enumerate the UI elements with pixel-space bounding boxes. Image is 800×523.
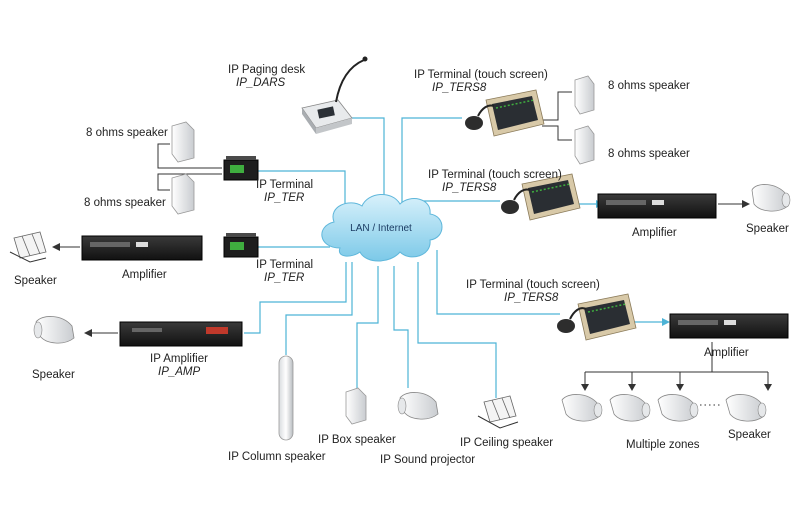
ip-terminal-1: [223, 156, 259, 181]
arrow-amp-right-speaker: [742, 200, 750, 208]
zone-speaker-3: [657, 394, 699, 422]
arrow-amp-left-speaker: [52, 243, 60, 251]
ip-amplifier-unit: [119, 321, 243, 347]
ohms-speaker-tl-bottom-label: 8 ohms speaker: [84, 197, 166, 209]
link-terminal-1: [258, 170, 346, 215]
terminal-2-name: IP Terminal: [256, 259, 313, 271]
link-column-speaker: [285, 262, 353, 355]
speaker-right-1-label: Speaker: [746, 223, 789, 235]
sound-projector-label: IP Sound projector: [380, 454, 475, 466]
terminal-touch-3-name: IP Terminal (touch screen): [466, 279, 600, 291]
network-lines: [244, 117, 670, 398]
link-ceiling-speaker: [417, 262, 497, 398]
ip-terminal-touch-3: [557, 293, 637, 341]
multiple-zones-label: Multiple zones: [626, 439, 700, 451]
link-ip-amplifier: [244, 262, 347, 334]
wire-tr-speakers-b: [542, 125, 572, 141]
wire-tl-speakers-b: [157, 173, 222, 191]
ohms-speaker-tr-top: [574, 75, 595, 115]
paging-desk-model: IP_DARS: [236, 77, 286, 89]
column-speaker-label: IP Column speaker: [228, 451, 326, 463]
ip-sound-projector: [397, 392, 439, 420]
link-terminal-touch-1: [401, 117, 462, 208]
arrow-zone-4: [764, 384, 772, 391]
zone-speaker-label: Speaker: [728, 429, 771, 441]
zone-speaker-1: [561, 394, 603, 422]
ip-column-speaker: [278, 355, 294, 441]
ip-amplifier-model: IP_AMP: [158, 366, 201, 378]
terminal-1-name: IP Terminal: [256, 179, 313, 191]
ohms-speaker-tl-top: [171, 121, 195, 163]
ip-terminal-touch-2: [501, 173, 581, 221]
paging-desk-name: IP Paging desk: [228, 64, 305, 76]
ip-amplifier-name: IP Amplifier: [150, 353, 208, 365]
box-speaker-label: IP Box speaker: [318, 434, 396, 446]
ip-terminal-2: [223, 233, 259, 258]
speaker-wires: [52, 91, 772, 406]
terminal-2-model: IP_TER: [264, 272, 304, 284]
arrow-ipamp-speaker: [84, 329, 92, 337]
speaker-left-2: [33, 316, 75, 344]
terminal-1-model: IP_TER: [264, 192, 304, 204]
link-box-speaker: [356, 266, 379, 388]
lan-internet-cloud: LAN / Internet: [321, 194, 443, 262]
ohms-speaker-tr-top-label: 8 ohms speaker: [608, 80, 690, 92]
speaker-left-2-label: Speaker: [32, 369, 75, 381]
terminal-touch-1-model: IP_TERS8: [432, 82, 487, 94]
terminal-touch-2-model: IP_TERS8: [442, 182, 497, 194]
cloud-label: LAN / Internet: [350, 223, 412, 234]
terminal-touch-2-name: IP Terminal (touch screen): [428, 169, 562, 181]
arrow-zone-3: [676, 384, 684, 391]
wire-tr-speakers-a: [542, 91, 572, 121]
arrow-tt3-amp: [662, 318, 670, 326]
ip-terminal-touch-1: [465, 89, 545, 137]
amplifier-right-2-label: Amplifier: [704, 347, 749, 359]
ip-ceiling-speaker: [477, 395, 519, 429]
amplifier-left: [81, 235, 203, 261]
amplifier-right-1: [597, 193, 717, 219]
link-paging-desk: [345, 117, 385, 208]
zone-speaker-4: [725, 394, 767, 422]
speaker-left-1-label: Speaker: [14, 275, 57, 287]
ohms-speaker-tr-bottom-label: 8 ohms speaker: [608, 148, 690, 160]
ip-paging-desk: [301, 56, 368, 134]
ohms-speaker-tr-bottom: [574, 125, 595, 165]
ceiling-speaker-label: IP Ceiling speaker: [460, 437, 553, 449]
ohms-speaker-tl-top-label: 8 ohms speaker: [86, 127, 168, 139]
terminal-touch-1-name: IP Terminal (touch screen): [414, 69, 548, 81]
amplifier-left-label: Amplifier: [122, 269, 167, 281]
amplifier-right-2: [669, 313, 789, 339]
wire-tl-speakers: [157, 143, 222, 169]
link-sound-projector: [393, 266, 409, 388]
terminal-touch-3-model: IP_TERS8: [504, 292, 559, 304]
zone-speaker-2: [609, 394, 651, 422]
arrow-zone-1: [581, 384, 589, 391]
speaker-right-1: [751, 184, 791, 212]
arrow-zone-2: [628, 384, 636, 391]
speaker-left-1: [9, 231, 47, 263]
amplifier-right-1-label: Amplifier: [632, 227, 677, 239]
link-terminal-touch-3: [436, 250, 560, 315]
ohms-speaker-tl-bottom: [171, 173, 195, 215]
ip-box-speaker: [345, 387, 367, 425]
